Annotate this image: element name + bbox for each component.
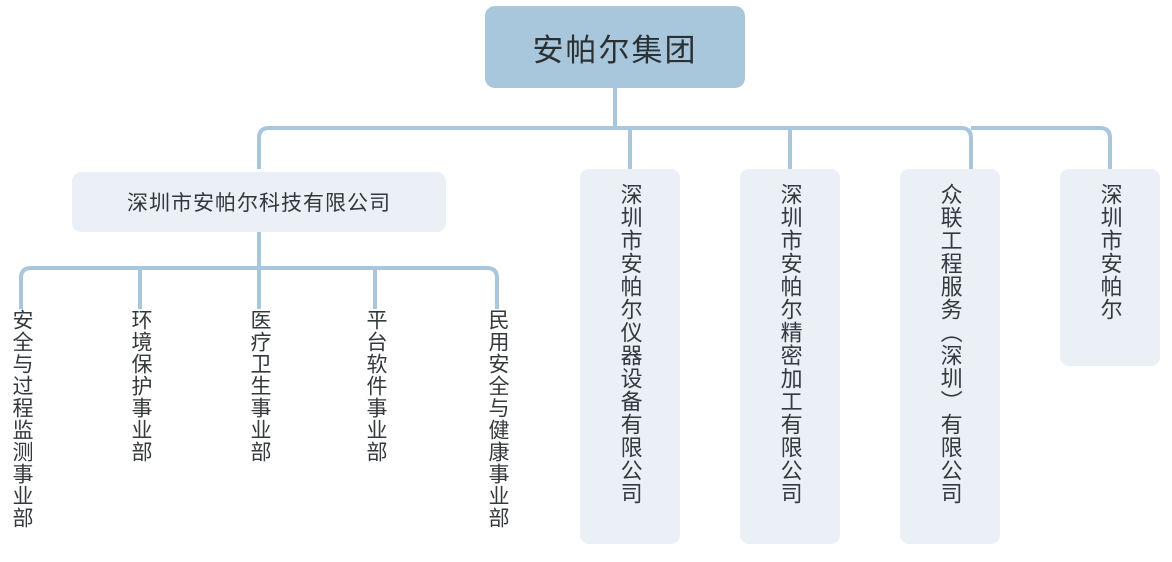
leaf-dept-civil-safety-health-label: 民用安全与健康事业部 (486, 309, 510, 529)
node-subsidiary-anpaer[interactable]: 深圳市安帕尔 (1060, 169, 1160, 366)
node-subsidiary-instruments[interactable]: 深圳市安帕尔仪器设备有限公司 (580, 169, 680, 544)
node-subsidiary-technology-label: 深圳市安帕尔科技有限公司 (127, 192, 391, 215)
wire-level2-bus (257, 126, 973, 169)
node-root-label: 安帕尔集团 (532, 32, 698, 68)
leaf-dept-environmental[interactable]: 环境保护事业部 (119, 309, 161, 463)
node-subsidiary-precision-label: 深圳市安帕尔精密加工有限公司 (777, 183, 803, 505)
node-subsidiary-precision[interactable]: 深圳市安帕尔精密加工有限公司 (740, 169, 840, 544)
leaf-dept-platform-software-label: 平台软件事业部 (364, 309, 388, 463)
leaf-dept-safety-monitoring[interactable]: 安全与过程监测事业部 (0, 309, 42, 529)
node-subsidiary-zhonglian[interactable]: 众联工程服务（深圳）有限公司 (900, 169, 1000, 544)
leaf-dept-environmental-label: 环境保护事业部 (129, 309, 153, 463)
node-subsidiary-anpaer-label: 深圳市安帕尔 (1097, 183, 1123, 321)
leaf-dept-medical[interactable]: 医疗卫生事业部 (238, 309, 280, 463)
leaf-dept-medical-label: 医疗卫生事业部 (248, 309, 272, 463)
wire-drop-5 (971, 126, 1112, 169)
leaf-dept-platform-software[interactable]: 平台软件事业部 (354, 309, 396, 463)
leaf-dept-safety-monitoring-label: 安全与过程监测事业部 (10, 309, 34, 529)
node-subsidiary-technology[interactable]: 深圳市安帕尔科技有限公司 (72, 172, 446, 232)
node-subsidiary-instruments-label: 深圳市安帕尔仪器设备有限公司 (617, 183, 643, 505)
leaf-dept-civil-safety-health[interactable]: 民用安全与健康事业部 (476, 309, 518, 529)
node-root[interactable]: 安帕尔集团 (485, 6, 745, 88)
node-subsidiary-zhonglian-label: 众联工程服务（深圳）有限公司 (937, 183, 963, 505)
